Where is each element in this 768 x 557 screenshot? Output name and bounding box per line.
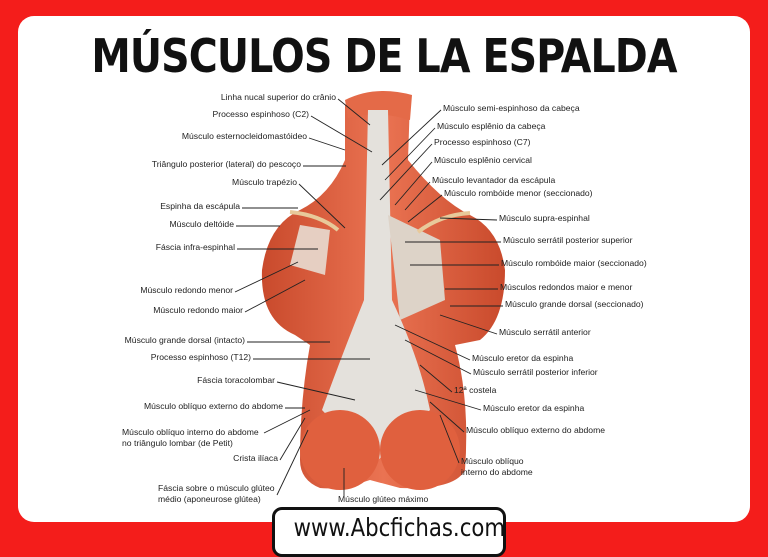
label-supra-espinhal: Músculo supra-espinhal [499, 213, 590, 223]
website-url: www.Abcfichas.com [293, 513, 506, 542]
label-fascia-gluteo-1: Fáscia sobre o músculo glúteo [158, 483, 275, 493]
spine-fascia [322, 110, 430, 460]
label-obliquo-interno-petit-2: no triângulo lombar (de Petit) [122, 438, 233, 448]
label-triangulo-posterior: Triângulo posterior (lateral) do pescoço [151, 159, 301, 169]
left-gluteus [300, 410, 380, 490]
back-muscles-illustration [234, 91, 505, 496]
label-processo-c7: Processo espinhoso (C7) [434, 137, 531, 147]
leader-lines [234, 98, 503, 496]
label-obliquo-externo-left: Músculo oblíquo externo do abdome [143, 401, 283, 411]
label-deltoide: Músculo deltóide [169, 219, 235, 229]
label-redondos-maior-menor: Músculos redondos maior e menor [500, 282, 633, 292]
website-badge: www.Abcfichas.com [272, 507, 506, 557]
label-obliquo-interno-petit-1: Músculo oblíquo interno do abdome [122, 427, 259, 437]
label-12-costela: 12ª costela [454, 385, 497, 395]
label-eretor-espinha-1: Músculo eretor da espinha [472, 353, 574, 363]
label-fascia-gluteo-2: médio (aponeurose glútea) [158, 494, 261, 504]
label-semi-espinhoso: Músculo semi-espinhoso da cabeça [443, 103, 580, 113]
label-crista-iliaca: Crista ilíaca [233, 453, 278, 463]
label-eretor-espinha-2: Músculo eretor da espinha [483, 403, 585, 413]
label-processo-c2: Processo espinhoso (C2) [212, 109, 310, 119]
label-fascia-infra-espinhal: Fáscia infra-espinhal [155, 242, 235, 252]
label-processo-t12: Processo espinhoso (T12) [150, 352, 251, 362]
label-romboide-maior: Músculo rombóide maior (seccionado) [501, 258, 647, 268]
label-esternocleidomastoideo: Músculo esternocleidomastóideo [181, 131, 307, 141]
infraspinous-fascia [290, 225, 330, 275]
label-levantador-escapula: Músculo levantador da escápula [432, 175, 556, 185]
label-trapezio: Músculo trapézio [232, 177, 297, 187]
label-redondo-maior: Músculo redondo maior [153, 305, 243, 315]
label-serratil-anterior: Músculo serrátil anterior [499, 327, 591, 337]
label-fascia-toracolombar: Fáscia toracolombar [197, 375, 275, 385]
right-gluteus [380, 410, 460, 490]
label-obliquo-interno-1: Músculo oblíquo [461, 456, 524, 466]
label-grande-dorsal-intacto: Músculo grande dorsal (intacto) [124, 335, 245, 345]
right-fascia [388, 215, 445, 320]
label-espinha-escapula: Espinha da escápula [160, 201, 240, 211]
label-romboide-menor: Músculo rombóide menor (seccionado) [444, 188, 593, 198]
label-obliquo-interno-2: interno do abdome [461, 467, 533, 477]
label-serratil-posterior-inferior: Músculo serrátil posterior inferior [473, 367, 598, 377]
poster-title: MÚSCULOS DE LA ESPALDA [91, 29, 677, 83]
label-redondo-menor: Músculo redondo menor [140, 285, 233, 295]
label-obliquo-externo-right: Músculo oblíquo externo do abdome [466, 425, 606, 435]
neck [345, 91, 412, 120]
label-esplenio-cervical: Músculo esplênio cervical [434, 155, 532, 165]
label-esplenio-cabeca: Músculo esplênio da cabeça [437, 121, 546, 131]
label-serratil-posterior-superior: Músculo serrátil posterior superior [503, 235, 633, 245]
label-grande-dorsal-seccionado: Músculo grande dorsal (seccionado) [505, 299, 644, 309]
label-gluteo-maximo: Músculo glúteo máximo [338, 494, 429, 504]
label-linha-nucal: Linha nucal superior do crânio [220, 92, 336, 102]
